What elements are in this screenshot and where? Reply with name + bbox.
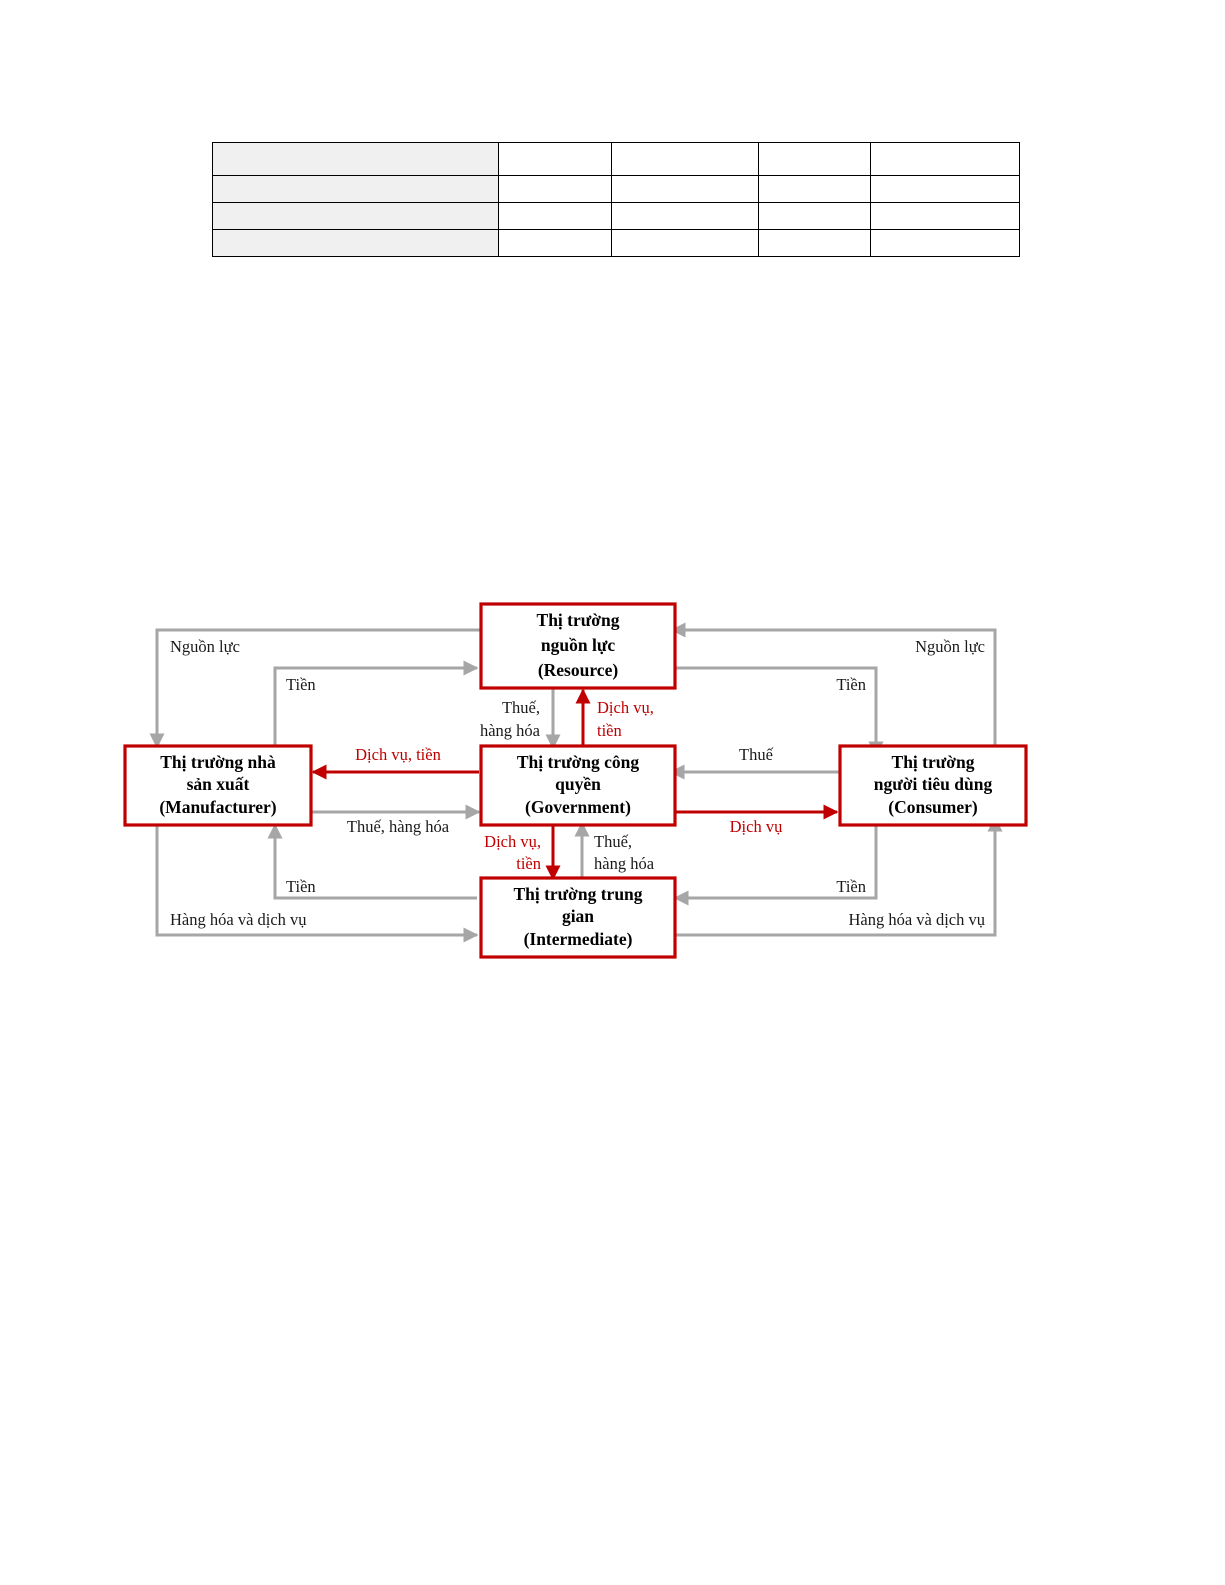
flow-intermediate-to-manufacturer xyxy=(267,823,477,900)
edge-label-government-to-intermediate-2: tiền xyxy=(516,854,541,873)
table-cell-label xyxy=(212,202,499,230)
node-resource-line3: (Resource) xyxy=(538,660,619,680)
edge-label-intermediate-to-consumer: Hàng hóa và dịch vụ xyxy=(848,910,985,929)
table-cell xyxy=(498,202,612,230)
node-government[interactable]: Thị trường công quyền (Government) xyxy=(479,744,677,827)
node-consumer-box xyxy=(838,744,1028,827)
table-cell xyxy=(498,142,612,176)
table-row xyxy=(212,142,1020,176)
table-cell xyxy=(758,202,871,230)
flow-manufacturer-to-intermediate xyxy=(155,823,479,943)
node-manufacturer[interactable]: Thị trường nhà sản xuất (Manufacturer) xyxy=(123,744,313,827)
table-row xyxy=(212,202,1020,230)
table-cell xyxy=(758,175,871,203)
empty-data-table xyxy=(212,142,1020,257)
node-consumer-line3: (Consumer) xyxy=(888,797,978,817)
table-cell xyxy=(498,175,612,203)
edge-label-consumer-to-intermediate: Tiền xyxy=(836,877,866,896)
node-intermediate-box xyxy=(479,876,677,959)
node-intermediate[interactable]: Thị trường trung gian (Intermediate) xyxy=(479,876,677,959)
table-cell xyxy=(611,202,759,230)
node-manufacturer-box xyxy=(123,744,313,827)
flow-resource-to-manufacturer xyxy=(149,628,480,749)
edge-label-intermediate-to-government-2: hàng hóa xyxy=(594,854,655,873)
flow-consumer-to-resource xyxy=(670,622,997,747)
edge-label-intermediate-to-government-1: Thuế, xyxy=(594,832,632,851)
flow-resource-to-consumer xyxy=(675,666,884,757)
flow-manufacturer-to-resource xyxy=(273,660,479,755)
edge-label-intermediate-to-manufacturer: Tiền xyxy=(286,877,316,896)
table-cell xyxy=(870,142,1020,176)
table-cell xyxy=(611,142,759,176)
market-flow-diagram: Thị trường nguồn lực (Resource) Thị trườ… xyxy=(0,580,1225,980)
table-cell-label xyxy=(212,229,499,257)
table-cell xyxy=(870,175,1020,203)
node-manufacturer-line3: (Manufacturer) xyxy=(159,797,276,817)
table-row xyxy=(212,175,1020,203)
node-government-line1: Thị trường công xyxy=(517,752,640,772)
flow-intermediate-to-consumer xyxy=(675,816,1003,937)
node-government-line2: quyền xyxy=(555,774,601,794)
node-resource-line2: nguồn lực xyxy=(541,635,615,655)
table-cell xyxy=(758,229,871,257)
flow-consumer-to-intermediate xyxy=(673,815,878,906)
node-consumer[interactable]: Thị trường người tiêu dùng (Consumer) xyxy=(838,744,1028,827)
node-consumer-line2: người tiêu dùng xyxy=(874,774,993,794)
table-row xyxy=(212,229,1020,257)
node-resource-box xyxy=(479,602,677,690)
node-consumer-line1: Thị trường xyxy=(892,752,975,772)
edge-label-government-to-manufacturer: Dịch vụ, tiền xyxy=(355,745,441,764)
edge-label-manufacturer-to-intermediate: Hàng hóa và dịch vụ xyxy=(170,910,307,929)
edge-label-resource-to-government-2: hàng hóa xyxy=(480,721,541,740)
edge-label-consumer-to-resource: Nguồn lực xyxy=(915,637,985,656)
edge-label-government-to-consumer: Dịch vụ xyxy=(730,817,783,836)
edge-label-government-to-resource-2: tiền xyxy=(597,721,622,740)
table-cell-label xyxy=(212,175,499,203)
node-intermediate-line3: (Intermediate) xyxy=(524,929,633,949)
table-cell xyxy=(758,142,871,176)
edge-label-government-to-intermediate-1: Dịch vụ, xyxy=(484,832,541,851)
node-manufacturer-line1: Thị trường nhà xyxy=(160,752,276,772)
edge-label-government-to-resource-1: Dịch vụ, xyxy=(597,698,654,717)
node-resource-line1: Thị trường xyxy=(537,610,620,630)
table-cell xyxy=(611,229,759,257)
edge-label-resource-to-government-1: Thuế, xyxy=(502,698,540,717)
edge-label-manufacturer-to-resource: Tiền xyxy=(286,675,316,694)
edge-label-resource-to-consumer: Tiền xyxy=(836,675,866,694)
table-cell-label xyxy=(212,142,499,176)
edge-label-resource-to-manufacturer: Nguồn lực xyxy=(170,637,240,656)
node-intermediate-line1: Thị trường trung xyxy=(513,884,642,904)
node-intermediate-line2: gian xyxy=(562,906,594,926)
table-cell xyxy=(498,229,612,257)
edge-label-consumer-to-government: Thuế xyxy=(739,745,774,764)
diagram-canvas: Thị trường nguồn lực (Resource) Thị trườ… xyxy=(123,602,1028,959)
node-government-line3: (Government) xyxy=(525,797,631,817)
node-resource[interactable]: Thị trường nguồn lực (Resource) xyxy=(479,602,677,690)
table-cell xyxy=(611,175,759,203)
table-cell xyxy=(870,229,1020,257)
table-cell xyxy=(870,202,1020,230)
edge-label-manufacturer-to-government: Thuế, hàng hóa xyxy=(347,817,450,836)
node-manufacturer-line2: sản xuất xyxy=(187,774,250,794)
node-government-box xyxy=(479,744,677,827)
